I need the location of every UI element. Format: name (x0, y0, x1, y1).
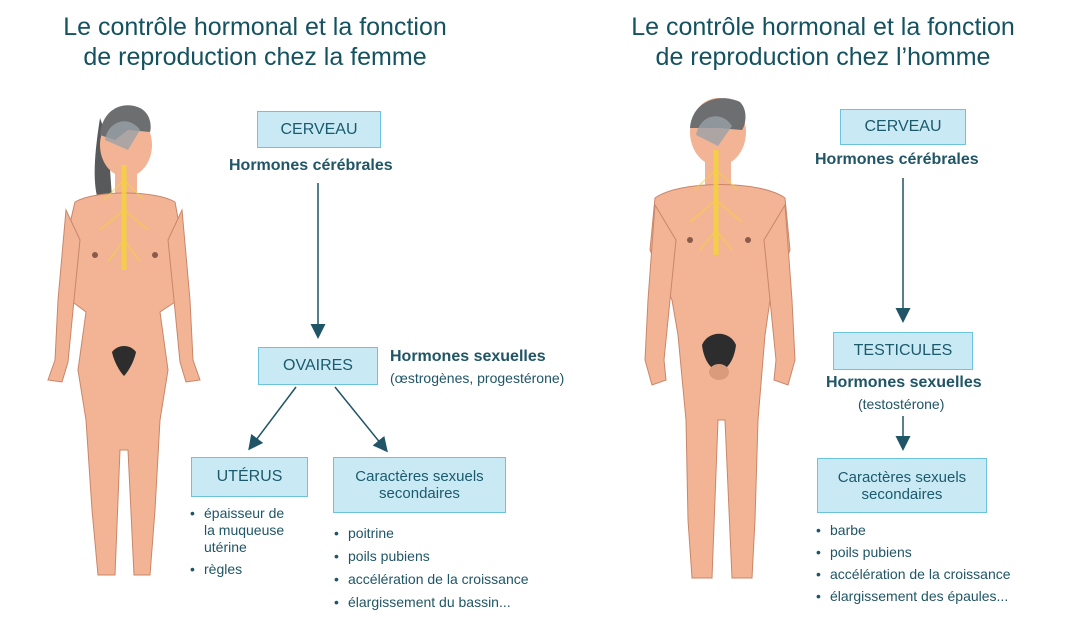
list-item: élargissement du bassin... (334, 591, 529, 614)
female-traits-list: poitrine poils pubiens accélération de l… (334, 522, 529, 614)
male-brain-hormones: Hormones cérébrales (815, 151, 979, 168)
female-traits-line2: secondaires (379, 485, 460, 502)
female-brain-box: CERVEAU (257, 111, 381, 148)
female-title-line2: de reproduction chez la femme (83, 43, 427, 71)
list-item: accélération de la croissance (334, 568, 529, 591)
uterus-item-1: épaisseur de (204, 505, 285, 521)
list-item: poils pubiens (334, 545, 529, 568)
ovaries-box: OVAIRES (258, 347, 378, 385)
female-traits-box: Caractères sexuels secondaires (333, 457, 506, 513)
testicles-box: TESTICULES (833, 332, 973, 370)
list-item: règles (190, 561, 284, 578)
male-traits-line2: secondaires (861, 485, 943, 503)
female-sex-hormones-detail: (œstrogènes, progestérone) (390, 370, 565, 386)
male-title-line1: Le contrôle hormonal et la fonction (631, 13, 1015, 41)
female-figure (47, 105, 201, 576)
uterus-item-2: la muqueuse (204, 522, 285, 538)
female-title-line1: Le contrôle hormonal et la fonction (63, 13, 447, 41)
arrow-ovaries-to-traits (334, 386, 388, 453)
uterus-box: UTÉRUS (191, 457, 308, 497)
female-sex-hormones: Hormones sexuelles (390, 348, 546, 365)
uterus-item-3: utérine (204, 539, 247, 555)
male-sex-hormones-detail: (testostérone) (858, 396, 945, 412)
male-traits-line1: Caractères sexuels (837, 468, 967, 486)
list-item: poitrine (334, 522, 529, 545)
list-item: poils pubiens (816, 541, 1011, 563)
female-traits-line1: Caractères sexuels (355, 468, 484, 485)
arrow-ovaries-to-uterus (248, 386, 297, 451)
male-traits-list: barbe poils pubiens accélération de la c… (816, 519, 1011, 607)
list-item: barbe (816, 519, 1011, 541)
male-title: Le contrôle hormonal et la fonction de r… (588, 12, 1058, 72)
male-traits-box: Caractères sexuels secondaires (817, 458, 987, 513)
uterus-list: épaisseur de la muqueuse utérine règles (190, 505, 284, 578)
list-item: épaisseur de la muqueuse utérine (190, 505, 284, 556)
female-title: Le contrôle hormonal et la fonction de r… (20, 12, 490, 72)
list-item: élargissement des épaules... (816, 585, 1011, 607)
female-brain-hormones: Hormones cérébrales (229, 157, 393, 174)
uterus-item-4: règles (204, 561, 243, 577)
male-sex-hormones: Hormones sexuelles (826, 374, 982, 391)
male-figure (644, 98, 796, 579)
male-title-line2: de reproduction chez l’homme (655, 43, 991, 71)
list-item: accélération de la croissance (816, 563, 1011, 585)
male-brain-box: CERVEAU (840, 109, 966, 145)
